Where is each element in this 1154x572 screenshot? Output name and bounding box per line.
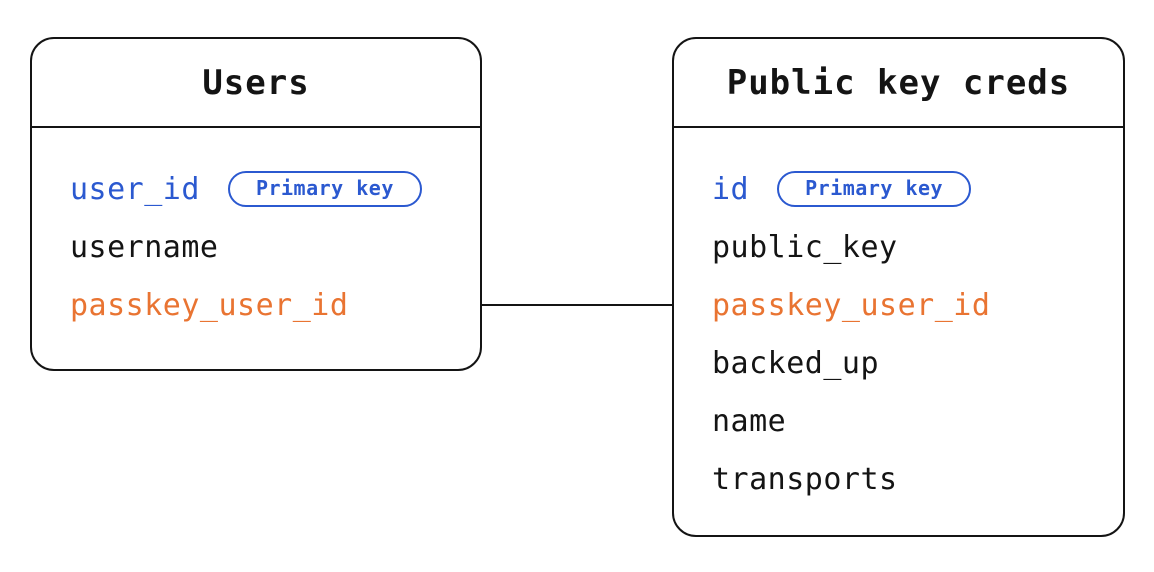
field-name: passkey_user_id	[70, 287, 349, 323]
relationship-line	[481, 304, 673, 306]
field-name: public_key	[712, 229, 898, 265]
table-public-key-creds: Public key creds id Primary key public_key…	[672, 37, 1125, 537]
table-users-title: Users	[202, 62, 310, 103]
field-row-user_id: user_id Primary key	[70, 160, 442, 218]
field-row-public_key: public_key	[712, 218, 1085, 276]
field-row-backed_up: backed_up	[712, 334, 1085, 392]
field-name: name	[712, 403, 787, 439]
field-name: username	[70, 229, 219, 265]
table-public-key-creds-header: Public key creds	[674, 39, 1123, 128]
field-name: transports	[712, 461, 898, 497]
field-name: passkey_user_id	[712, 287, 991, 323]
field-row-transports: transports	[712, 450, 1085, 508]
primary-key-badge: Primary key	[777, 171, 972, 207]
field-row-id: id Primary key	[712, 160, 1085, 218]
field-row-passkey_user_id: passkey_user_id	[712, 276, 1085, 334]
table-users-header: Users	[32, 39, 480, 128]
primary-key-badge: Primary key	[227, 171, 422, 207]
field-name: id	[712, 171, 750, 207]
field-row-username: username	[70, 218, 442, 276]
field-name: user_id	[70, 171, 200, 207]
field-row-name: name	[712, 392, 1085, 450]
field-name: backed_up	[712, 345, 880, 381]
table-public-key-creds-title: Public key creds	[726, 62, 1071, 103]
field-row-passkey_user_id: passkey_user_id	[70, 276, 442, 334]
